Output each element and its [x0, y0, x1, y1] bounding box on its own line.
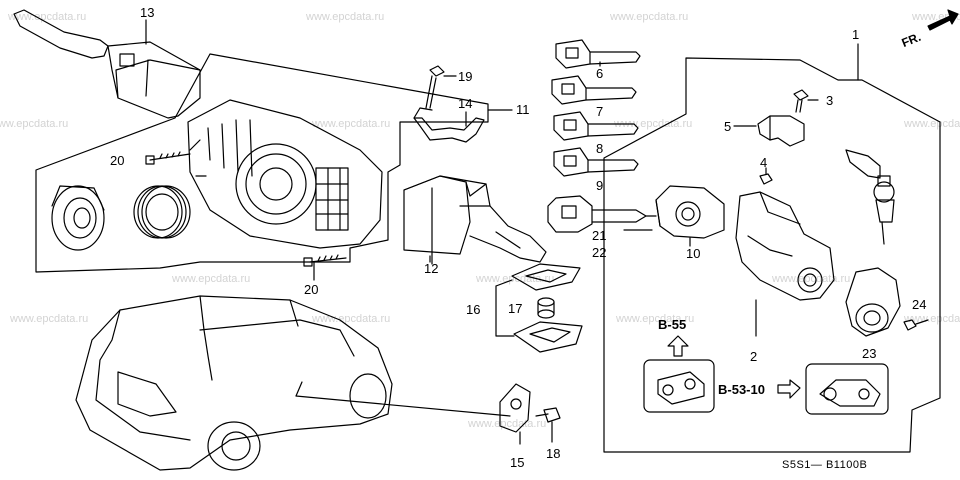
watermark: www.epcdata.ru	[312, 118, 391, 130]
watermark: www.epcdata.ru	[10, 313, 89, 325]
screw-20-upper	[145, 151, 191, 165]
watermark: www.epcdata.ru	[610, 11, 689, 23]
group-frame-1	[603, 57, 941, 453]
key-ring	[845, 149, 895, 245]
callout-19: 19	[458, 69, 473, 84]
callout-7: 7	[596, 104, 604, 119]
callout-21: 21	[592, 228, 607, 243]
callout-13: 13	[140, 5, 155, 20]
watermark: www.epcdata.ru	[306, 11, 385, 23]
clamp-5	[733, 115, 805, 147]
callout-9: 9	[596, 178, 604, 193]
cable-reel-rings	[51, 185, 191, 251]
callout-17: 17	[508, 301, 523, 316]
callout-23: 23	[862, 346, 877, 361]
watermark: www.epcdata.ru	[172, 273, 251, 285]
screw-3	[793, 89, 819, 113]
callout-20-upper: 20	[110, 153, 125, 168]
callout-14: 14	[458, 96, 473, 111]
front-direction-arrow	[927, 9, 959, 31]
diagram-code: S5S1— B1100B	[782, 459, 868, 471]
bolt-19	[425, 65, 457, 109]
reference-b5310[interactable]: B-53-10	[718, 382, 765, 397]
watermark: www.epcdata.ru	[476, 273, 555, 285]
watermark: www.epcdata.ru	[616, 313, 695, 325]
key-21	[547, 195, 657, 233]
switch-15	[499, 383, 531, 445]
steering-lock-2	[735, 191, 835, 337]
key-9	[553, 147, 639, 177]
key-cylinder-10	[655, 185, 725, 239]
callout-16: 16	[466, 302, 481, 317]
key-6	[555, 39, 641, 69]
bolt-18	[535, 407, 561, 443]
screw-20-lower	[303, 254, 347, 281]
watermark: www.epcdata.ru	[904, 313, 960, 325]
screw-4	[759, 167, 773, 185]
watermark: www.epcdata.ru	[912, 11, 960, 23]
callout-18: 18	[546, 446, 561, 461]
watermark: www.epcdata.ru	[8, 11, 87, 23]
callout-5: 5	[724, 119, 732, 134]
callout-15: 15	[510, 455, 525, 470]
callout-24: 24	[912, 297, 927, 312]
car-body	[75, 295, 511, 471]
callout-6: 6	[596, 66, 604, 81]
stalk-switch-13	[13, 9, 201, 119]
ignition-cylinder-23	[845, 267, 901, 337]
bracket-14	[413, 107, 485, 143]
callout-4: 4	[760, 155, 768, 170]
watermark: www.epcdata.ru	[312, 313, 391, 325]
reference-b55[interactable]: B-55	[658, 317, 687, 332]
combination-switch-11	[187, 99, 383, 249]
callout-11: 11	[516, 102, 530, 117]
key-7	[551, 75, 637, 105]
watermark: www.epcdata.ru	[772, 273, 851, 285]
b55-box	[643, 335, 715, 413]
key-cover-16	[495, 263, 583, 353]
watermark: www.epcdata.ru	[614, 118, 693, 130]
callout-8: 8	[596, 141, 604, 156]
stalk-switch-12	[403, 175, 547, 263]
callout-3: 3	[826, 93, 834, 108]
screw-24	[903, 319, 929, 331]
callout-1: 1	[852, 27, 860, 42]
leaders	[431, 61, 691, 265]
callout-2: 2	[750, 349, 758, 364]
watermark: www.epcdata.ru	[0, 118, 69, 130]
callout-12: 12	[424, 261, 439, 276]
grommet-17	[537, 297, 555, 319]
group-frame-11	[35, 53, 489, 273]
watermark: www.epcdata.ru	[468, 418, 547, 430]
callout-22: 22	[592, 245, 607, 260]
b5310-box	[777, 363, 889, 415]
key-8	[553, 111, 639, 141]
callout-10: 10	[686, 246, 701, 261]
watermark: www.epcdata.ru	[904, 118, 960, 130]
callout-20-lower: 20	[304, 282, 319, 297]
